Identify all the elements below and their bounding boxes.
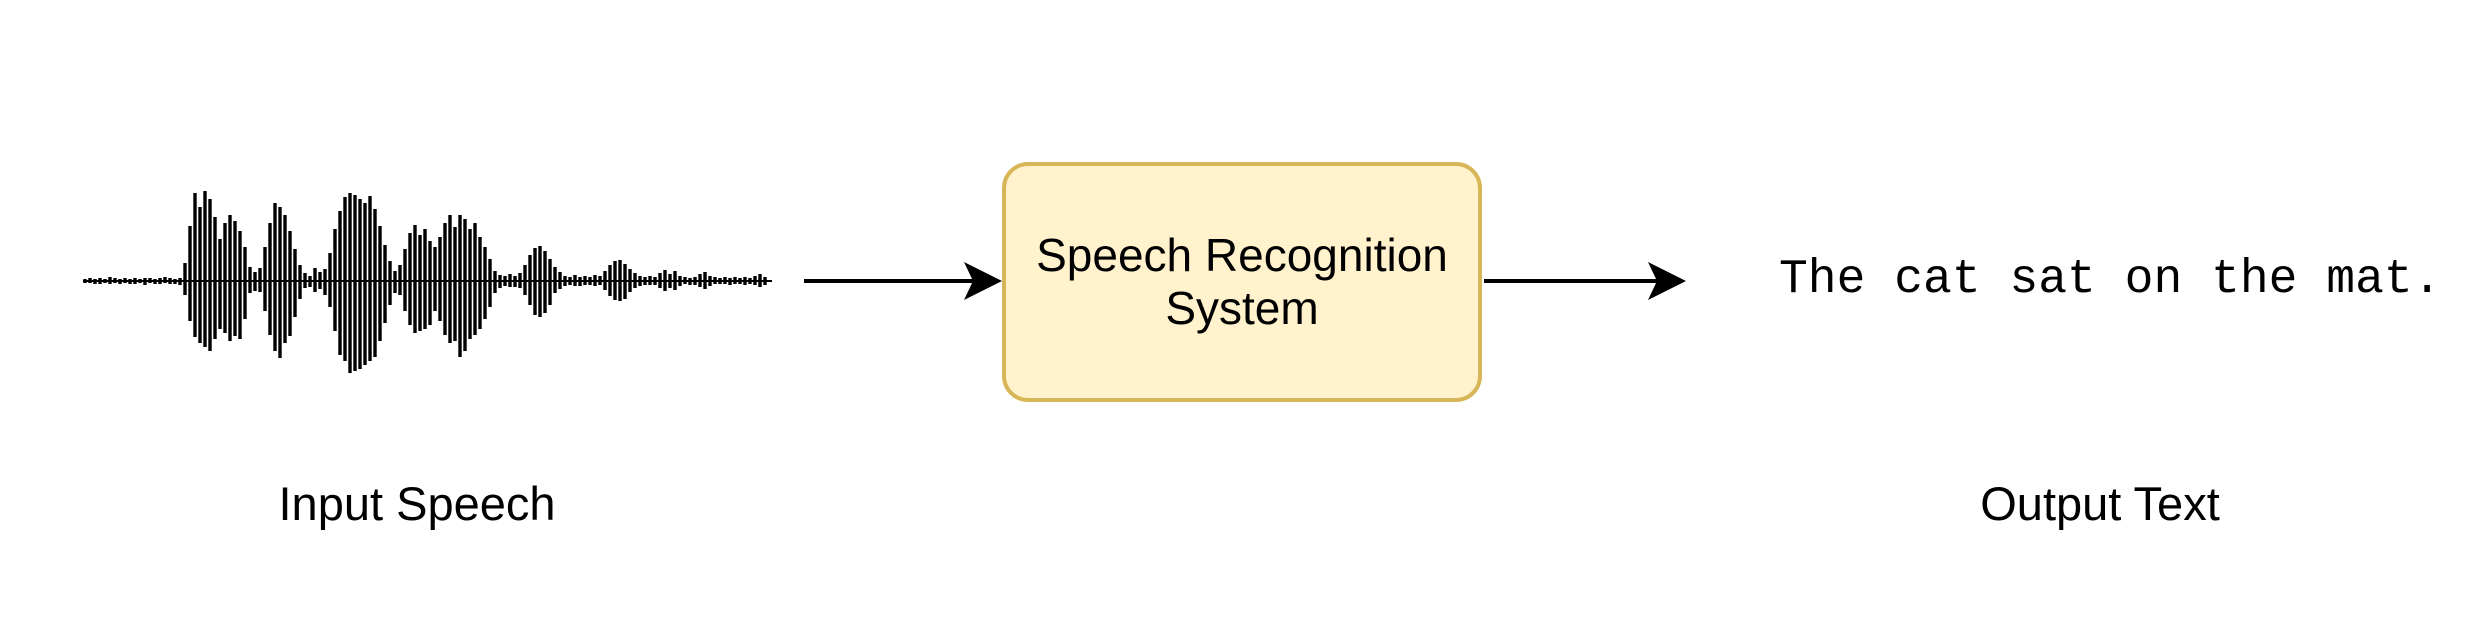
- input-speech-label: Input Speech: [278, 477, 556, 530]
- system-label-line2: System: [1165, 282, 1319, 334]
- flow-arrows: [804, 262, 1686, 300]
- speech-waveform: [83, 191, 772, 373]
- output-sentence-text: The cat sat on the mat.: [1779, 253, 2442, 307]
- system-label-line1: Speech Recognition: [1036, 229, 1448, 282]
- output-text-label: Output Text: [1980, 477, 2220, 530]
- speech-recognition-system-node: Speech Recognition System: [1002, 162, 1482, 402]
